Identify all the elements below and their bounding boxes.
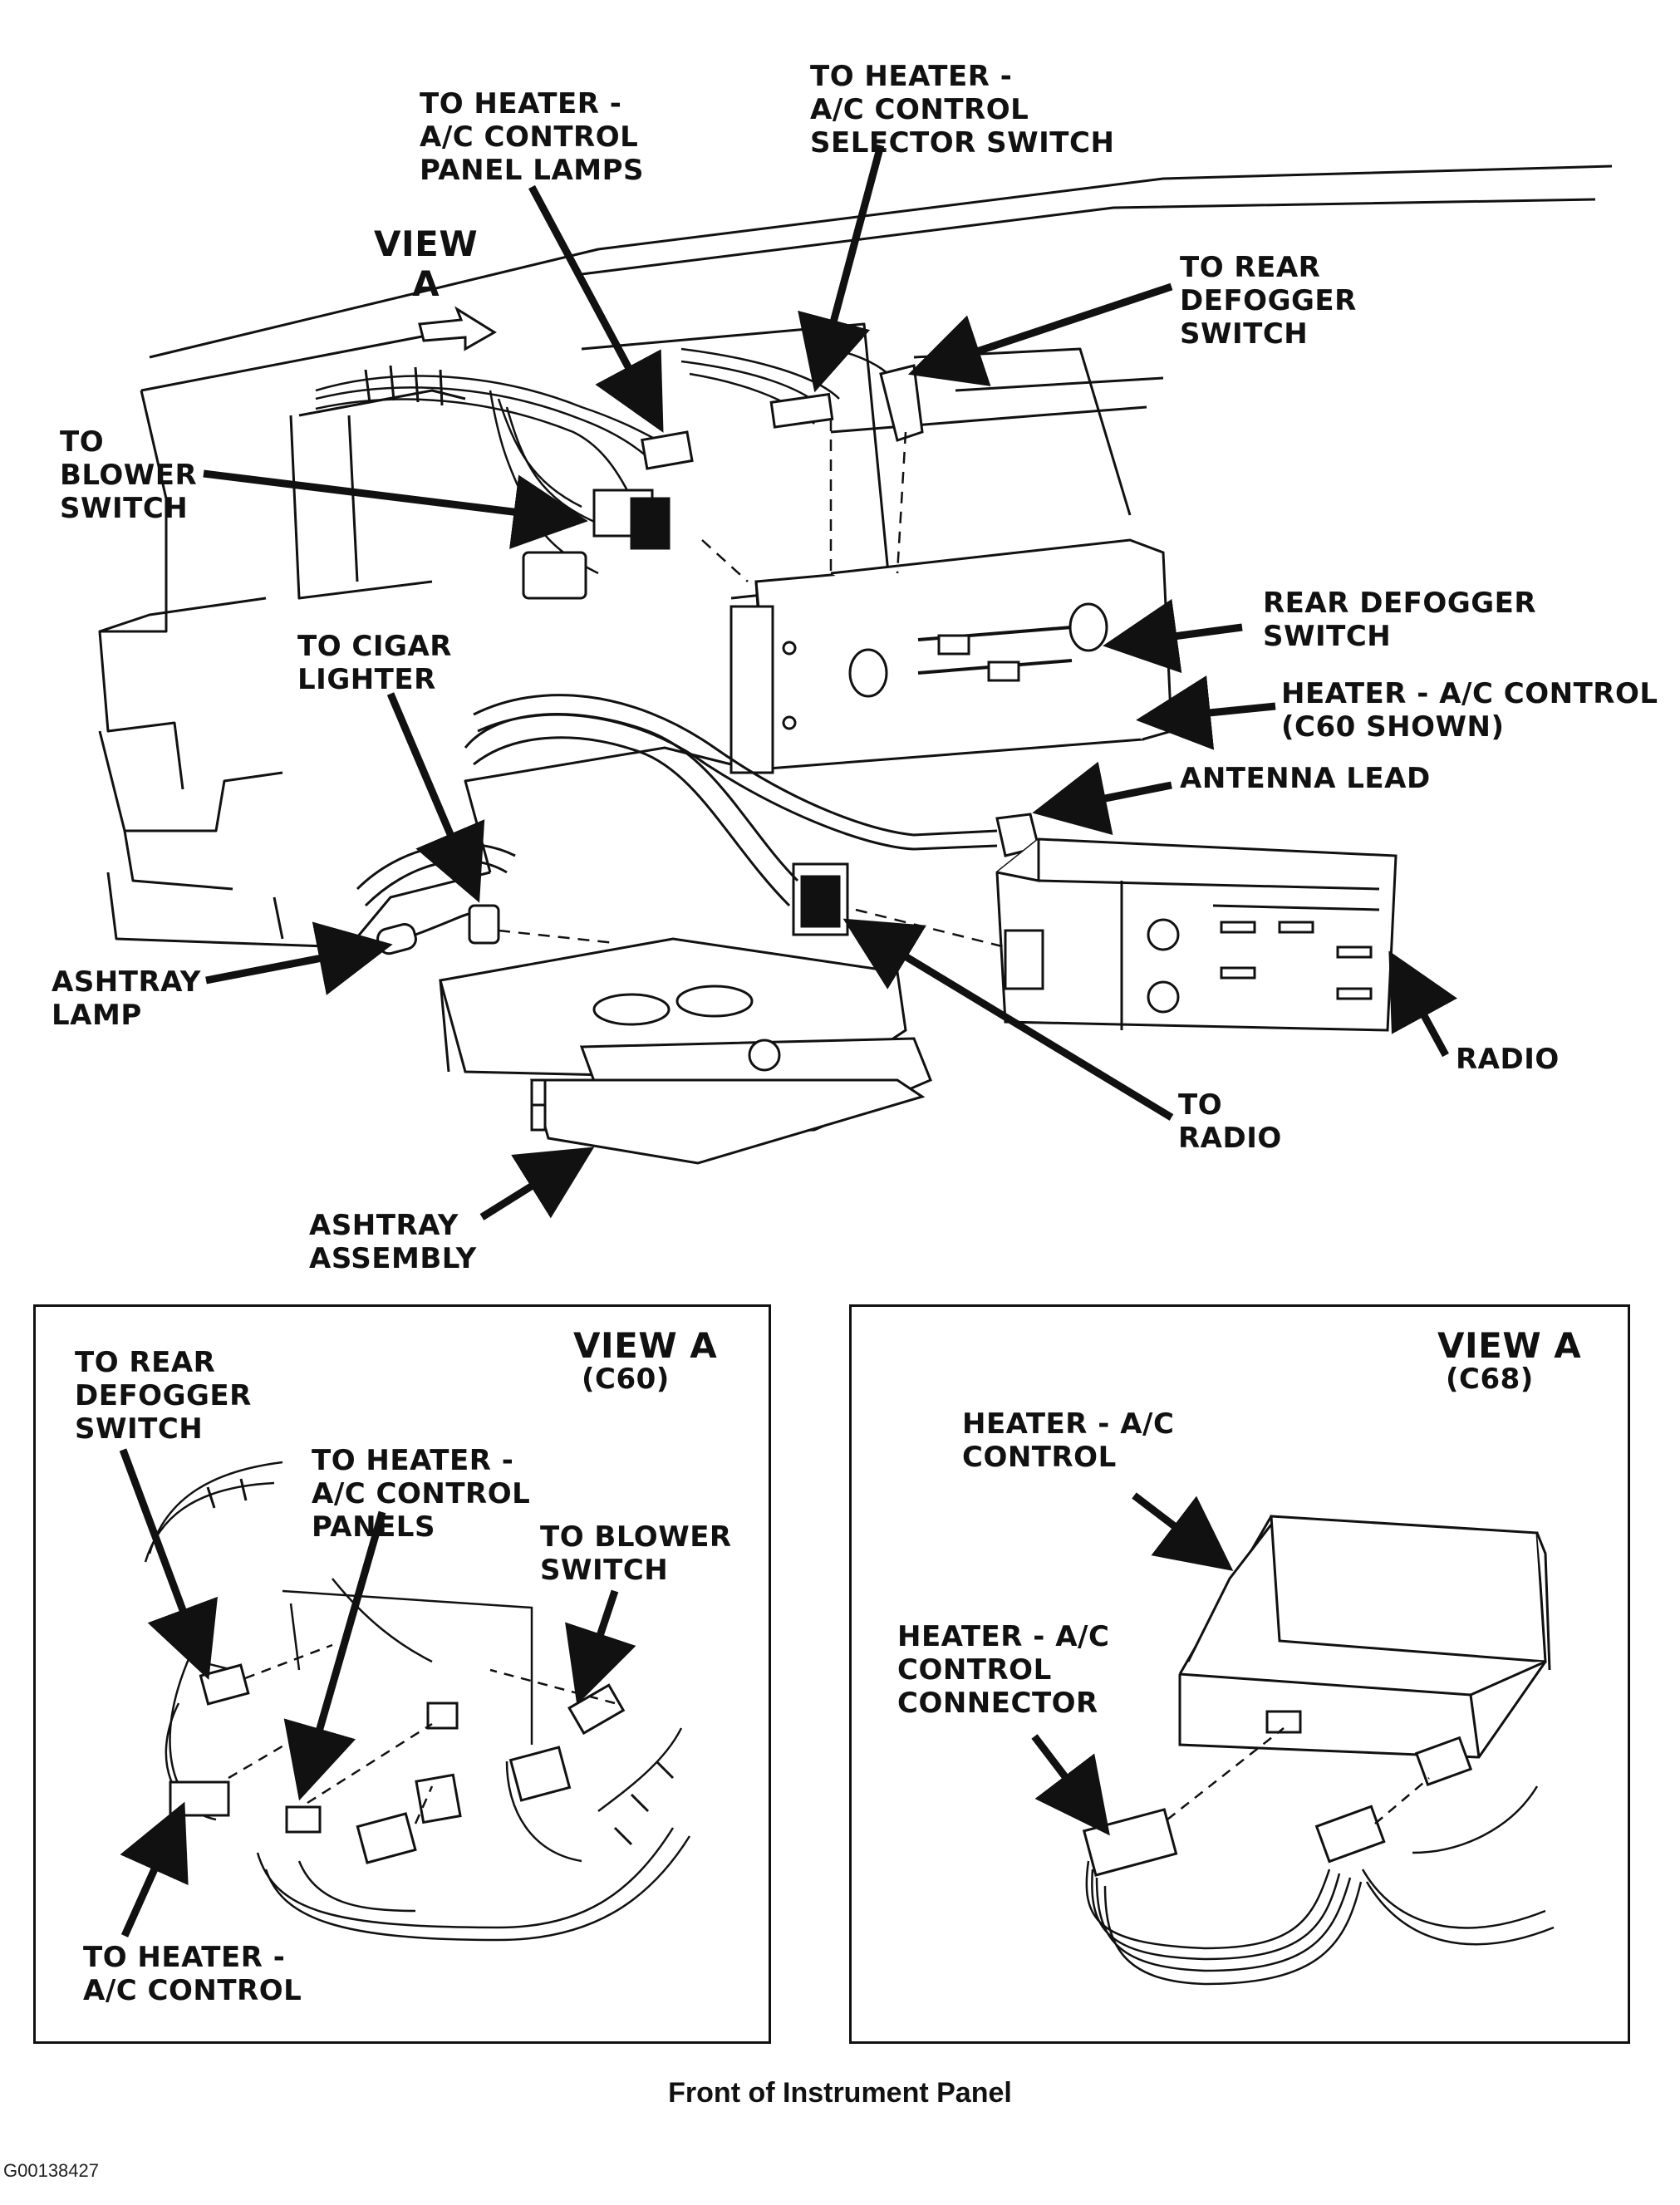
inset-c68-subtitle: (C68) xyxy=(1446,1363,1534,1396)
label-to-heater-ac-panel-lamps: TO HEATER - A/C CONTROL PANEL LAMPS xyxy=(420,87,645,187)
label-to-rear-defogger-switch-main: TO REAR DEFOGGER SWITCH xyxy=(1180,251,1357,351)
inset-c60-title: VIEW A xyxy=(573,1325,718,1366)
label-rear-defogger-switch: REAR DEFOGGER SWITCH xyxy=(1263,587,1537,653)
guide-lines xyxy=(498,420,1006,949)
label-to-radio: TO RADIO xyxy=(1178,1088,1282,1155)
figure-caption: Front of Instrument Panel xyxy=(668,2077,1012,2109)
label-heater-ac-control-main: HEATER - A/C CONTROL (C60 SHOWN) xyxy=(1281,677,1658,744)
main-connectors xyxy=(522,364,924,936)
figure-id: G00138427 xyxy=(3,2160,99,2181)
inset-c68-frame xyxy=(849,1304,1630,2044)
inset-c68-guides xyxy=(1167,1727,1430,1824)
inset-c68-title: VIEW A xyxy=(1437,1325,1582,1366)
inset-c60-arrows xyxy=(119,1448,636,1937)
label-ashtray-lamp: ASHTRAY LAMP xyxy=(52,965,201,1032)
label-antenna-lead: ANTENNA LEAD xyxy=(1180,762,1431,795)
label-to-heater-ac-selector-switch: TO HEATER - A/C CONTROL SELECTOR SWITCH xyxy=(810,60,1115,160)
label-c60-to-heater-ac-panels: TO HEATER - A/C CONTROL PANELS xyxy=(312,1444,531,1544)
instrument-panel-body xyxy=(98,165,1613,949)
harness-wrap xyxy=(364,365,444,406)
label-radio: RADIO xyxy=(1456,1043,1560,1076)
inset-c60-frame xyxy=(33,1304,771,2044)
label-view-a: VIEW A xyxy=(374,223,479,304)
inset-c68-control-unit xyxy=(1178,1515,1551,1759)
label-to-blower-switch-main: TO BLOWER SWITCH xyxy=(60,425,198,525)
label-c60-to-heater-ac-control: TO HEATER - A/C CONTROL xyxy=(83,1941,302,2007)
label-c68-heater-ac-control-connector: HEATER - A/C CONTROL CONNECTOR xyxy=(897,1620,1110,1720)
inset-c60-connectors xyxy=(169,1663,626,1864)
inset-c60-wrap xyxy=(206,1478,675,1846)
inset-c60-subtitle: (C60) xyxy=(582,1363,670,1396)
inset-c68-arrows xyxy=(1031,1492,1234,1836)
label-to-cigar-lighter: TO CIGAR LIGHTER xyxy=(297,630,452,696)
label-c60-to-blower-switch: TO BLOWER SWITCH xyxy=(540,1520,732,1587)
main-callout-arrows xyxy=(203,144,1457,1220)
inset-c68-connectors xyxy=(1082,1736,1473,1877)
wire-harness-upper xyxy=(315,347,898,575)
heater-ac-control-unit xyxy=(729,538,1173,774)
label-ashtray-assembly: ASHTRAY ASSEMBLY xyxy=(309,1209,477,1275)
label-c60-to-rear-defogger-switch: TO REAR DEFOGGER SWITCH xyxy=(75,1346,252,1446)
radio-unit xyxy=(995,837,1398,1032)
cigar-lighter-connector xyxy=(376,904,500,955)
label-c68-heater-ac-control: HEATER - A/C CONTROL xyxy=(962,1407,1175,1474)
view-a-arrow xyxy=(418,306,497,351)
inset-c68-wires xyxy=(1085,1785,1555,1986)
ashtray-assembly xyxy=(439,937,932,1165)
